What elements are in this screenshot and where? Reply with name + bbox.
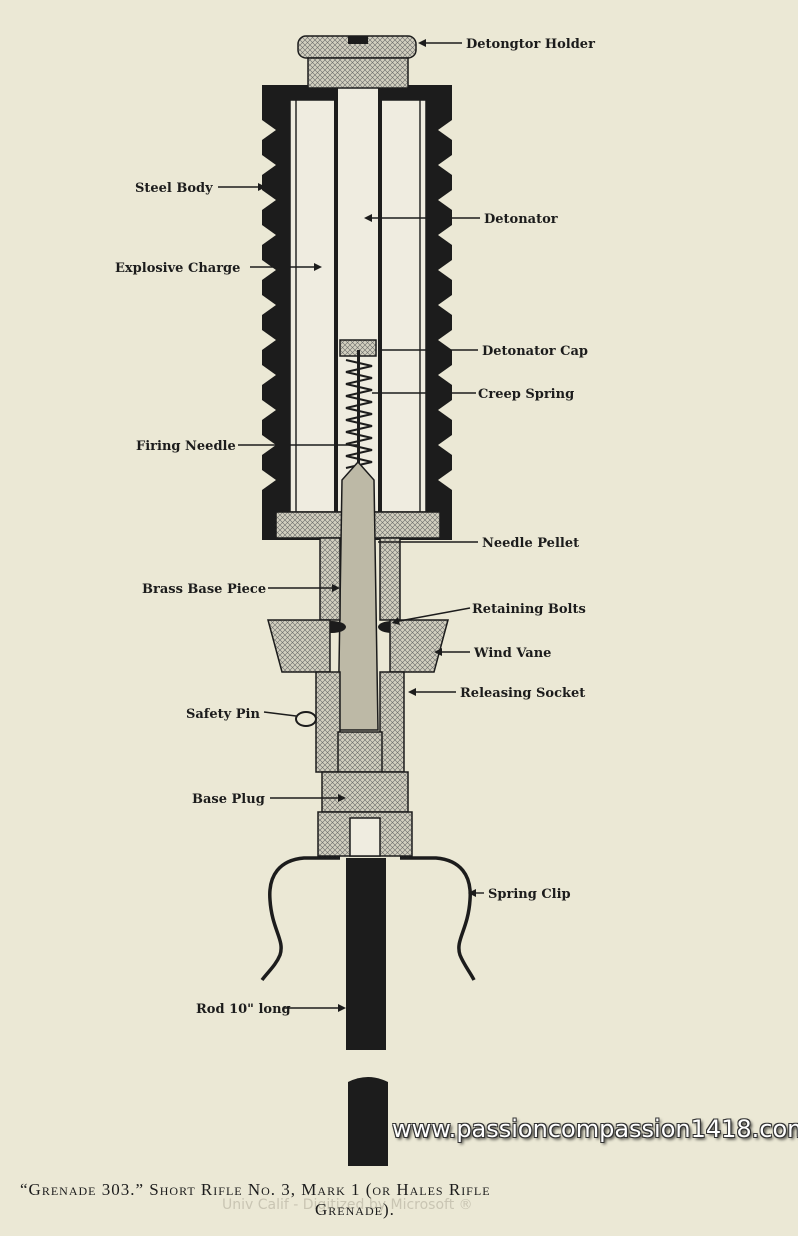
- leaders: [218, 39, 484, 1012]
- label-detonator-holder: Detongtor Holder: [466, 37, 595, 52]
- label-safety-pin: Safety Pin: [186, 707, 260, 722]
- label-detonator-cap: Detonator Cap: [482, 344, 588, 359]
- label-releasing-socket: Releasing Socket: [460, 686, 585, 701]
- releasing-socket: [315, 671, 405, 773]
- label-base-plug: Base Plug: [192, 792, 265, 807]
- safety-pin: [295, 711, 317, 727]
- label-creep-spring: Creep Spring: [478, 387, 574, 402]
- explosive-charge: [289, 99, 427, 513]
- firing-needle: [357, 350, 360, 470]
- needle-pellet: [337, 460, 379, 731]
- wind-vane: [267, 619, 449, 673]
- label-steel-body: Steel Body: [135, 181, 213, 196]
- label-needle-pellet: Needle Pellet: [482, 536, 579, 551]
- rod: [346, 858, 388, 1166]
- label-detonator: Detonator: [484, 212, 558, 227]
- base-plug: [317, 771, 413, 857]
- label-brass-base-piece: Brass Base Piece: [142, 582, 266, 597]
- caption-line-2: Grenade).: [315, 1200, 395, 1219]
- brass-base-piece: [319, 537, 401, 621]
- label-retaining-bolts: Retaining Bolts: [472, 602, 586, 617]
- caption-line-1: “Grenade 303.” Short Rifle No. 3, Mark 1…: [20, 1180, 491, 1199]
- creep-spring: [345, 359, 373, 469]
- label-firing-needle: Firing Needle: [136, 439, 236, 454]
- label-wind-vane: Wind Vane: [473, 646, 551, 661]
- label-rod: Rod 10" long: [196, 1002, 291, 1017]
- digitized-notice: Univ Calif - Digitized by Microsoft ®: [222, 1197, 473, 1213]
- watermark: www.passioncompassion1418.com: [392, 1115, 798, 1143]
- label-spring-clip: Spring Clip: [488, 887, 571, 902]
- spring-clip: [260, 856, 476, 982]
- detonator-holder: [297, 35, 417, 89]
- label-explosive-charge: Explosive Charge: [115, 261, 240, 276]
